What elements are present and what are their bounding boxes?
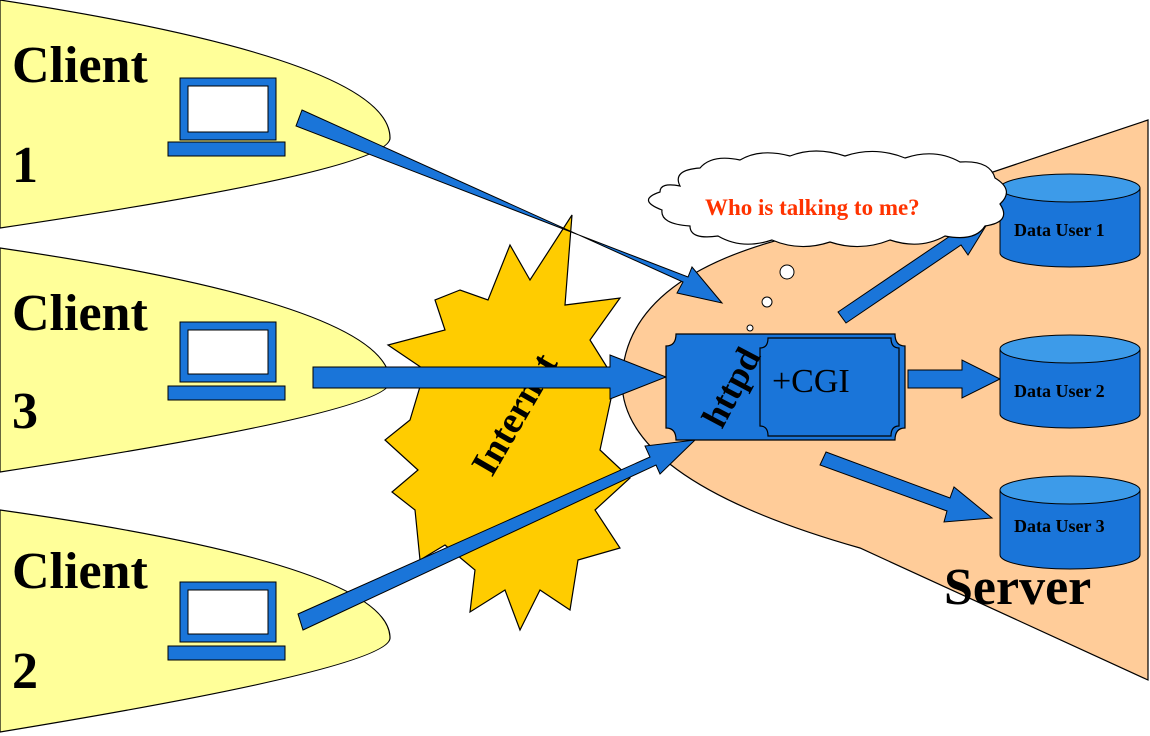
client-label: Client: [12, 37, 148, 94]
db-arrow-3: [819, 451, 994, 523]
client-label: Client: [12, 285, 148, 342]
database-icon: [999, 334, 1141, 429]
thought-cloud: [647, 150, 1007, 248]
client-number: 3: [12, 383, 38, 440]
database-label: Data User 1: [1014, 220, 1105, 240]
request-arrow-client3: [312, 354, 668, 400]
thought-bubble-dot: [779, 264, 795, 280]
laptop-icon: [167, 581, 286, 661]
thought-bubble-dot: [746, 324, 754, 332]
database-icon: [999, 475, 1141, 570]
client-number: 2: [12, 643, 38, 700]
request-arrow-client2: [297, 439, 697, 631]
internet-burst: [384, 214, 631, 632]
db-arrow-2: [907, 359, 1002, 399]
database-icon: [999, 173, 1141, 268]
client-label: Client: [12, 543, 148, 600]
server-label: Server: [944, 559, 1091, 616]
laptop-icon: [167, 321, 286, 401]
thought-text: Who is talking to me?: [705, 195, 920, 220]
cgi-box: [759, 337, 900, 437]
request-arrow-client1: [295, 109, 724, 304]
laptop-icon: [167, 77, 286, 157]
thought-bubble-dot: [761, 296, 773, 308]
httpd-box: [665, 333, 906, 441]
cgi-label: +CGI: [772, 363, 850, 400]
database-label: Data User 2: [1014, 381, 1105, 401]
client-number: 1: [12, 137, 38, 194]
database-label: Data User 3: [1014, 516, 1105, 536]
